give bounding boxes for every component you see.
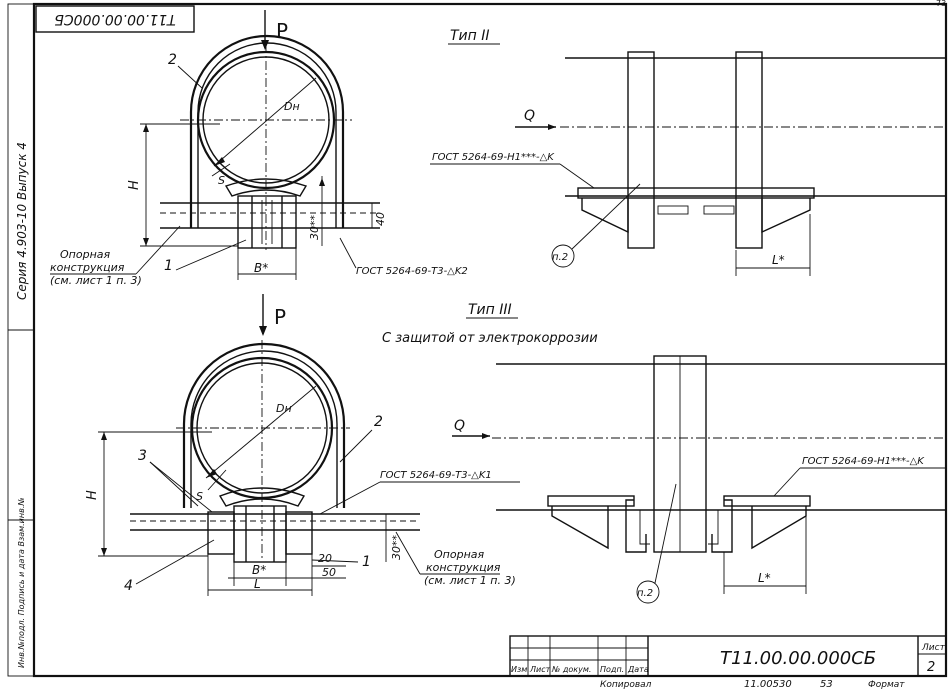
type2-title: Тип II bbox=[450, 28, 490, 44]
type2-dim-dn: Dн bbox=[284, 100, 300, 113]
type3-load-label: P bbox=[274, 305, 286, 329]
type3-subtitle: С защитой от электрокоррозии bbox=[382, 331, 598, 346]
type2-force-label: Q bbox=[524, 108, 535, 124]
type2-dim-b: B* bbox=[254, 261, 268, 275]
footer-sheet: 53 bbox=[820, 679, 833, 690]
type3-dim-b: B* bbox=[252, 563, 266, 577]
tb-sheet-number: 2 bbox=[927, 660, 935, 675]
tb-designation: Т11.00.00.000СБ bbox=[720, 648, 876, 669]
footer-format: Формат bbox=[868, 680, 905, 690]
type2-dim-h: H bbox=[127, 180, 142, 190]
type3-dim-50: 50 bbox=[322, 566, 336, 579]
tb-col-izm: Изм bbox=[511, 665, 527, 674]
tb-col-doc: № докум. bbox=[551, 665, 591, 674]
side-series-text: Серия 4.903-10 Выпуск 4 bbox=[15, 142, 29, 300]
type3-dim-30: 30** bbox=[390, 535, 403, 560]
type3-section-view: P Dн S H 3 2 bbox=[85, 294, 520, 596]
type3-dim-l: L bbox=[254, 577, 261, 591]
footer-inv: 11.00530 bbox=[744, 679, 792, 690]
type2-support-note-1: Опорная bbox=[60, 248, 110, 261]
type2-section-view: P Dн S H bbox=[50, 10, 468, 287]
type2-dim-s: S bbox=[218, 174, 225, 187]
side-margin-text: Инв.№подл. Подпись и дата Взам.инв.№ bbox=[17, 497, 26, 668]
tb-col-sign: Подп. bbox=[600, 665, 624, 674]
sheet-frame bbox=[7, 2, 948, 678]
type3-support-note-3: (см. лист 1 п. 3) bbox=[424, 574, 516, 587]
type3-dim-h: H bbox=[85, 490, 100, 500]
type3-force-label: Q bbox=[454, 418, 465, 434]
stamp-code: Т11.00.00.000СБ bbox=[54, 11, 175, 27]
type3-weld-right: ГОСТ 5264-69-Т3-△K1 bbox=[380, 470, 492, 481]
type2-support-note-3: (см. лист 1 п. 3) bbox=[50, 274, 142, 287]
type2-weld-top: ГОСТ 5264-69-Н1***-△K bbox=[432, 152, 555, 163]
type3-callout-4: 4 bbox=[124, 578, 133, 594]
footer: Копировал 11.00530 53 Формат bbox=[600, 679, 905, 690]
type2-callout-p2: п.2 bbox=[552, 252, 568, 263]
type2-callout-1: 1 bbox=[164, 258, 173, 274]
type2-side-view: Тип II Q ГОСТ 5264-69-Н1***-△K п.2 L* bbox=[430, 28, 946, 276]
type3-callout-3: 3 bbox=[138, 448, 147, 464]
type3-weld-top: ГОСТ 5264-69-Н1***-△K bbox=[802, 456, 925, 467]
corner-mark: 73 bbox=[936, 0, 946, 8]
title-block: Изм Лист № докум. Подп. Дата Т11.00.00.0… bbox=[509, 635, 947, 677]
tb-col-list: Лист bbox=[529, 665, 551, 674]
type3-dim-20: 20 bbox=[318, 552, 332, 565]
type2-callout-2: 2 bbox=[168, 52, 177, 68]
type3-dim-dn: Dн bbox=[276, 402, 292, 415]
type3-title: Тип III bbox=[468, 302, 512, 318]
type3-support-note-1: Опорная bbox=[434, 548, 484, 561]
type3-callout-1: 1 bbox=[362, 554, 371, 570]
type3-side-view: Тип III С защитой от электрокоррозии Q Г… bbox=[382, 302, 946, 604]
type2-weld-bottom: ГОСТ 5264-69-Т3-△K2 bbox=[356, 266, 468, 277]
type3-dim-lstar: L* bbox=[758, 571, 771, 585]
type2-support-note-2: конструкция bbox=[50, 261, 125, 274]
type2-dim-l: L* bbox=[772, 253, 785, 267]
stamp-box: Т11.00.00.000СБ bbox=[35, 5, 195, 33]
type3-support-note-2: конструкция bbox=[426, 561, 501, 574]
type3-callout-p2: п.2 bbox=[637, 588, 653, 599]
type2-dim-40: 40 bbox=[374, 212, 387, 226]
footer-copied: Копировал bbox=[600, 680, 652, 690]
type3-dim-s: S bbox=[196, 490, 203, 503]
type2-dim-30: 30** bbox=[308, 215, 321, 240]
tb-sheet-label: Лист bbox=[921, 643, 946, 653]
type3-callout-2: 2 bbox=[374, 414, 383, 430]
tb-col-date: Дата bbox=[627, 665, 649, 674]
